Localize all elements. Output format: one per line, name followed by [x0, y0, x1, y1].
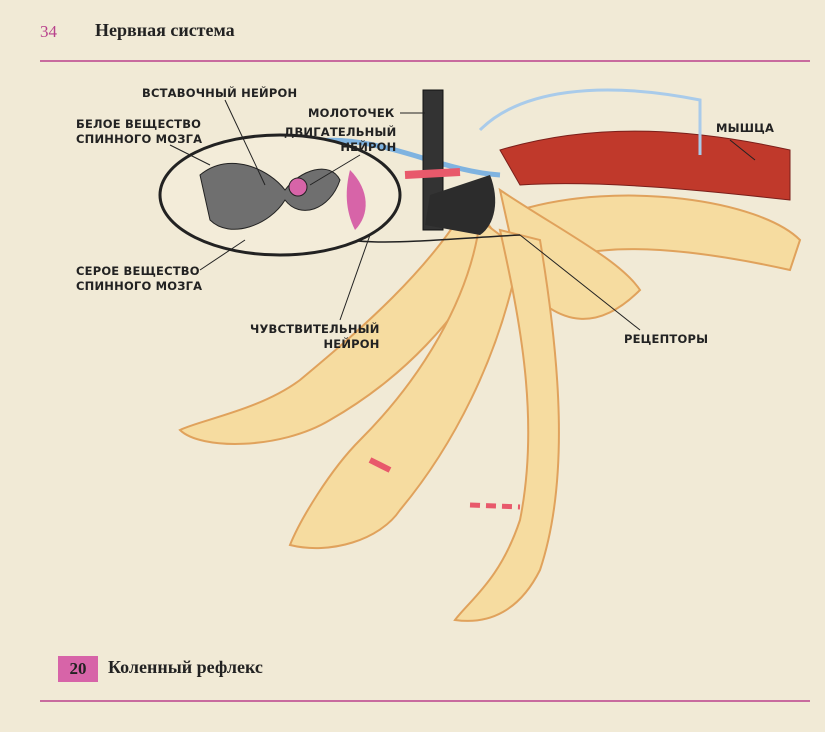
- label-white-matter: БЕЛОЕ ВЕЩЕСТВО СПИННОГО МОЗГА: [76, 117, 203, 146]
- caption-rule: [40, 700, 810, 702]
- label-gray-matter: СЕРОЕ ВЕЩЕСТВО СПИННОГО МОЗГА: [76, 264, 203, 293]
- legs: [178, 187, 802, 622]
- section-title: Нервная система: [95, 20, 235, 40]
- figure-number: 20: [58, 656, 98, 682]
- label-hammer: МОЛОТОЧЕК: [308, 106, 395, 120]
- ganglion: [346, 170, 366, 230]
- sensory-nerve: [478, 88, 702, 155]
- muscle: [499, 130, 791, 201]
- gray-matter: [199, 162, 341, 230]
- label-interneuron: ВСТАВОЧНЫЙ НЕЙРОН: [142, 86, 298, 100]
- motor-neuron-body: [288, 177, 308, 197]
- page-number: 34: [40, 22, 57, 41]
- label-receptors: РЕЦЕПТОРЫ: [624, 332, 709, 346]
- header-rule: [40, 60, 810, 62]
- label-sensory-neuron: ЧУВСТВИТЕЛЬНЫЙ НЕЙРОН: [250, 322, 380, 351]
- leader-lines: [169, 99, 756, 331]
- label-motor-neuron: ДВИГАТЕЛЬНЫЙ НЕЙРОН: [284, 125, 397, 154]
- figure-caption: Коленный рефлекс: [108, 657, 263, 677]
- label-muscle: МЫШЦА: [716, 121, 775, 135]
- hammer-head: [425, 175, 496, 235]
